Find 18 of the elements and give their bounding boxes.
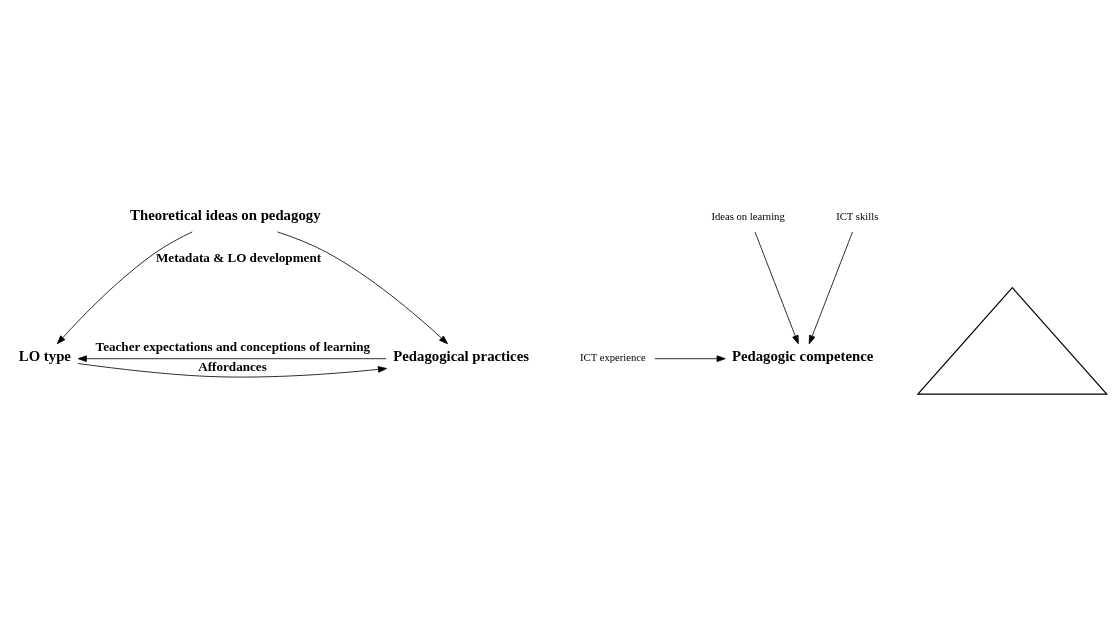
arrow [654, 355, 726, 362]
edge-label: Metadata & LO development [155, 250, 322, 266]
node-triangle [916, 286, 1109, 395]
edge-label: Teacher expectations and conceptions of learning [95, 339, 371, 355]
arrow [277, 231, 448, 345]
node-text: Pedagogic competence [731, 348, 874, 365]
edge-label: Affordances [198, 358, 267, 374]
arrow [77, 363, 387, 378]
node-text: ICT experience [580, 351, 646, 364]
arrow [56, 231, 193, 345]
node-text: ICT skills [836, 209, 879, 222]
node-text: LO type [18, 348, 71, 365]
node-text: Pedagogical practices [393, 348, 529, 365]
arrow [808, 231, 853, 345]
node-text: Theoretical ideas on pedagogy [130, 206, 321, 223]
arrow [754, 231, 799, 345]
arrow [77, 355, 387, 362]
node-text: Ideas on learning [711, 209, 785, 222]
